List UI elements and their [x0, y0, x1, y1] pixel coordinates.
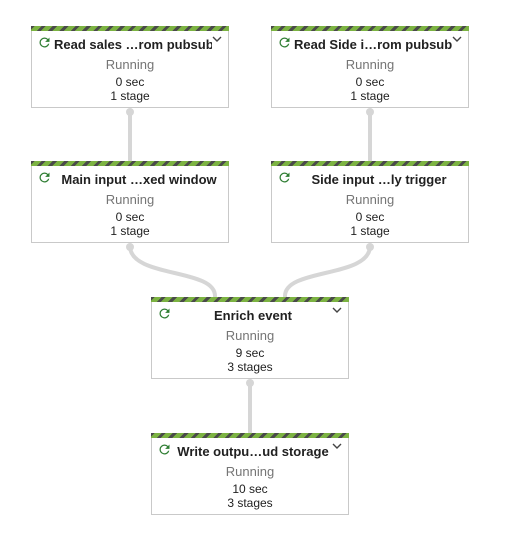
chevron-down-icon[interactable]	[331, 305, 343, 315]
node-wall-time: 0 sec	[115, 75, 145, 89]
node-status: Running	[345, 192, 395, 207]
stage-node-main-input[interactable]: Main input …xed window Running 0 sec 1 s…	[31, 161, 229, 243]
node-stage-count: 1 stage	[350, 89, 390, 103]
edge-main-input-to-enrich	[128, 244, 217, 298]
refresh-icon	[39, 37, 50, 48]
node-status: Running	[105, 192, 155, 207]
stage-node-side-input[interactable]: Side input …ly trigger Running 0 sec 1 s…	[271, 161, 469, 243]
running-progress-stripe	[271, 26, 469, 31]
refresh-icon	[159, 308, 170, 319]
edge-port	[246, 379, 254, 387]
node-wall-time: 10 sec	[232, 482, 268, 496]
stage-node-read-side[interactable]: Read Side i…rom pubsub Running 0 sec 1 s…	[271, 26, 469, 108]
node-wall-time: 0 sec	[355, 210, 385, 224]
running-progress-stripe	[271, 161, 469, 166]
running-progress-stripe	[151, 433, 349, 438]
node-stage-count: 1 stage	[110, 224, 150, 238]
stage-node-read-sales[interactable]: Read sales …rom pubsub Running 0 sec 1 s…	[31, 26, 229, 108]
running-progress-stripe	[151, 297, 349, 302]
node-title: Read sales …rom pubsub	[54, 37, 212, 52]
chevron-down-icon[interactable]	[451, 34, 463, 44]
node-status: Running	[225, 464, 275, 479]
chevron-down-icon[interactable]	[211, 34, 223, 44]
node-status: Running	[345, 57, 395, 72]
edge-port	[126, 108, 134, 116]
node-stage-count: 3 stages	[227, 496, 273, 510]
node-title: Enrich event	[213, 308, 293, 323]
node-title: Read Side i…rom pubsub	[294, 37, 452, 52]
node-title: Side input …ly trigger	[311, 172, 447, 187]
node-title: Main input …xed window	[61, 172, 217, 187]
running-progress-stripe	[31, 161, 229, 166]
edge-side-input-to-enrich	[283, 244, 372, 298]
running-progress-stripe	[31, 26, 229, 31]
node-status: Running	[225, 328, 275, 343]
node-wall-time: 0 sec	[115, 210, 145, 224]
edge-port	[366, 243, 374, 251]
refresh-icon	[159, 444, 170, 455]
edge-port	[366, 108, 374, 116]
node-stage-count: 1 stage	[350, 224, 390, 238]
node-wall-time: 9 sec	[235, 346, 265, 360]
refresh-icon	[39, 172, 50, 183]
node-title: Write outpu…ud storage	[177, 444, 329, 459]
stage-node-enrich-event[interactable]: Enrich event Running 9 sec 3 stages	[151, 297, 349, 379]
node-stage-count: 3 stages	[227, 360, 273, 374]
stage-node-write-output[interactable]: Write outpu…ud storage Running 10 sec 3 …	[151, 433, 349, 515]
node-status: Running	[105, 57, 155, 72]
chevron-down-icon[interactable]	[331, 441, 343, 451]
edge-port	[126, 243, 134, 251]
refresh-icon	[279, 172, 290, 183]
node-wall-time: 0 sec	[355, 75, 385, 89]
node-stage-count: 1 stage	[110, 89, 150, 103]
refresh-icon	[279, 37, 290, 48]
